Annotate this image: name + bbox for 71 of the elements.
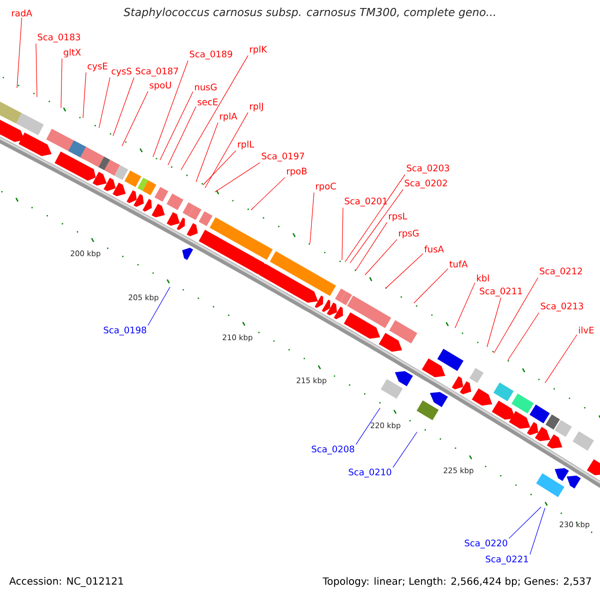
leader-line <box>214 162 260 192</box>
gene-label: Sca_0197 <box>262 152 304 162</box>
gene-label: Sca_0208 <box>312 446 354 454</box>
gene-label: gltX <box>64 48 81 58</box>
leader-line <box>82 72 86 118</box>
gene-label: Sca_0211 <box>480 288 522 296</box>
gene-label: rplJ <box>250 102 263 112</box>
leader-line <box>160 91 194 160</box>
leader-line <box>342 207 344 260</box>
leader-line <box>168 106 196 166</box>
gene-label: Sca_0212 <box>540 268 582 276</box>
leader-line <box>486 297 502 348</box>
leader-line <box>344 174 406 262</box>
leader-line <box>454 282 476 328</box>
leader-line <box>196 122 218 182</box>
leader-line <box>16 17 22 88</box>
leader-line <box>392 432 418 468</box>
gene-label: Sca_0210 <box>348 468 392 478</box>
leader-line <box>98 77 110 128</box>
leader-line <box>180 55 248 170</box>
leader-line <box>310 192 314 244</box>
leader-line <box>36 43 38 98</box>
gene-label: Sca_0189 <box>190 50 232 60</box>
leader-line <box>530 508 546 555</box>
leader-line <box>356 222 388 270</box>
accession-text: Accession: NC_012121 <box>9 577 123 587</box>
gene-label: fusA <box>424 246 444 252</box>
gene-label: tufA <box>449 260 468 268</box>
gene-label: cysE <box>88 62 108 72</box>
leader-line <box>122 91 148 146</box>
leader-line <box>508 312 540 360</box>
gene-label: Sca_0220 <box>464 540 508 548</box>
gene-label: rplL <box>238 140 254 150</box>
leader-line <box>250 177 286 210</box>
leader-line <box>350 189 404 264</box>
leader-line <box>386 253 424 288</box>
gene-label: Sca_0203 <box>406 164 450 174</box>
gene-label: nusG <box>195 84 217 90</box>
leader-line <box>494 277 538 354</box>
leader-line <box>356 408 380 445</box>
leader-line <box>364 239 398 276</box>
gene-label: ilvE <box>579 326 594 334</box>
gene-label: radA <box>12 10 32 16</box>
gene-label: cysS <box>112 68 132 76</box>
gene-label: secE <box>198 98 218 106</box>
gene-label: Sca_0221 <box>486 556 528 564</box>
summary-text: Topology: linear; Length: 2,566,424 bp; Genes: 2,537 <box>322 577 591 587</box>
gene-label: Sca_0198 <box>104 326 146 336</box>
gene-label: rpsG <box>399 230 419 238</box>
leader-line <box>112 77 134 136</box>
gene-label: Sca_0202 <box>404 180 447 188</box>
leader-line <box>60 58 62 108</box>
leader-line <box>152 60 188 158</box>
gene-label: rpoB <box>287 168 307 176</box>
gene-label: Sca_0183 <box>38 34 80 42</box>
gene-label: rplA <box>220 112 238 122</box>
gene-label: Sca_0187 <box>136 68 178 76</box>
leader-line <box>148 286 170 326</box>
gene-label: spoU <box>150 82 171 90</box>
gene-label: kbl <box>477 274 489 282</box>
gene-label: Sca_0213 <box>540 302 584 312</box>
leader-line <box>508 506 542 539</box>
gene-label: rpoC <box>316 182 336 192</box>
leader-line <box>202 150 236 186</box>
gene-label: rplK <box>250 46 268 54</box>
leader-line <box>544 334 578 384</box>
gene-label: Sca_0201 <box>344 198 387 206</box>
leader-line <box>204 112 248 188</box>
title: Staphylococcus carnosus subsp. carnosus TM300, complete geno... <box>124 8 495 18</box>
gene-label: rpsL <box>389 212 408 222</box>
leader-line <box>414 268 448 304</box>
